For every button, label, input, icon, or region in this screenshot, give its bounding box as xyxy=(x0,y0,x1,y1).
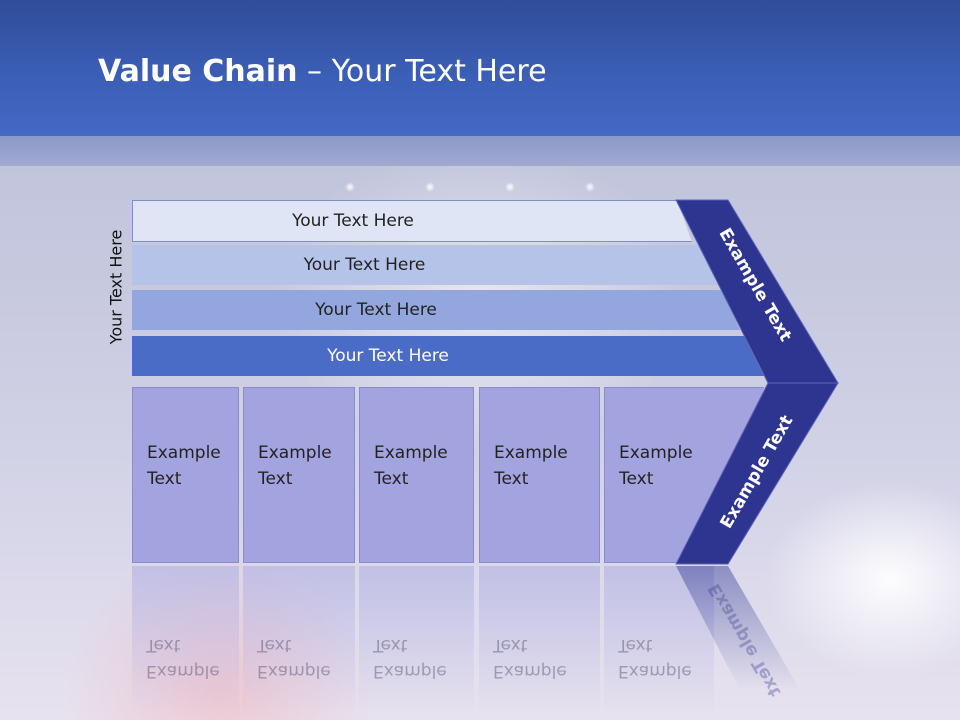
box-label-line1: Example xyxy=(258,443,332,463)
slide-title[interactable]: Value Chain – Your Text Here xyxy=(98,54,547,89)
support-bar-label: Your Text Here xyxy=(327,346,449,366)
support-bar-4[interactable]: Your Text Here xyxy=(132,336,764,376)
box-label-line2: Text xyxy=(494,469,529,489)
support-bar-1[interactable]: Your Text Here xyxy=(132,200,692,242)
box-label-line2: Text xyxy=(374,469,409,489)
box-label-line2: Text xyxy=(258,469,293,489)
box-label-line2: Text xyxy=(147,469,182,489)
box-label-line2: Text xyxy=(619,469,654,489)
header-stripe xyxy=(0,136,960,166)
slide-title-rest: – Your Text Here xyxy=(297,54,547,89)
support-bar-label: Your Text Here xyxy=(315,300,437,320)
stage-light xyxy=(505,182,515,192)
box-label-line1: Example xyxy=(619,443,693,463)
support-bar-3[interactable]: Your Text Here xyxy=(132,290,740,330)
support-bar-label: Your Text Here xyxy=(292,211,414,231)
support-bar-label: Your Text Here xyxy=(303,255,426,275)
stage-light xyxy=(345,182,355,192)
title-bar: Value Chain – Your Text Here xyxy=(0,0,960,136)
stage-light xyxy=(425,182,435,192)
slide-title-bold: Value Chain xyxy=(98,54,298,89)
chevron-reflection xyxy=(676,566,800,690)
chevron-lower xyxy=(675,382,839,565)
box-label-line1: Example xyxy=(494,443,568,463)
box-label-line1: Example xyxy=(374,443,448,463)
stage-light xyxy=(585,182,595,192)
support-bar-2[interactable]: Your Text Here xyxy=(132,245,717,285)
box-label-line1: Example xyxy=(147,443,221,463)
